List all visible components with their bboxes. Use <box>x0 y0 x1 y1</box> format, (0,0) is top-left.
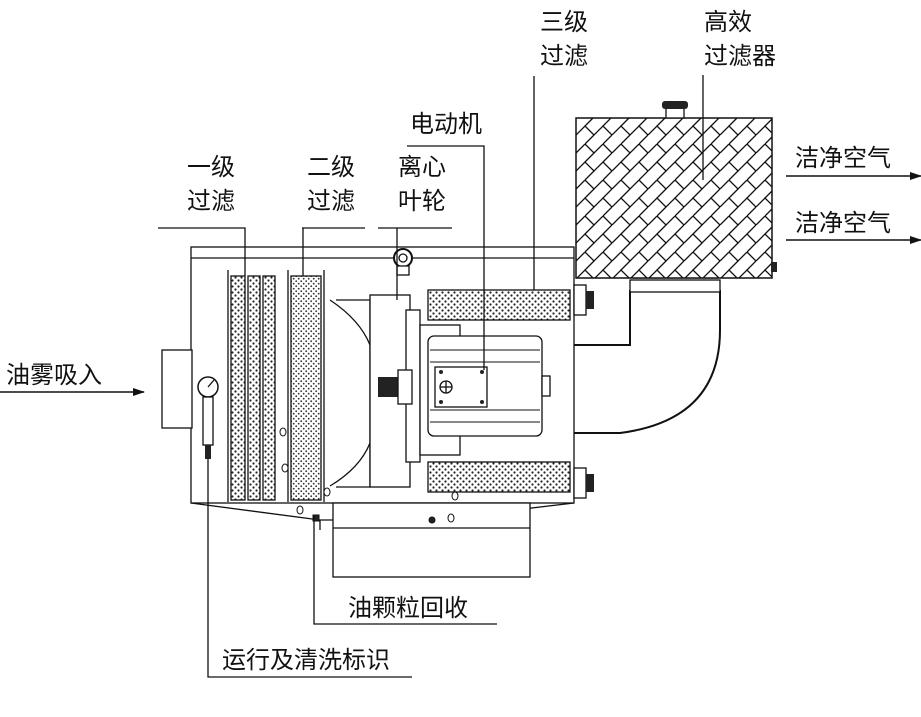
hepa-filter <box>575 101 777 279</box>
outlet-duct <box>574 277 721 434</box>
label-oil-recovery: 油颗粒回收 <box>348 594 468 622</box>
svg-text:三级: 三级 <box>540 8 588 36</box>
label-impeller: 离心 叶轮 <box>398 153 446 215</box>
leader-lines <box>158 75 704 678</box>
lifting-eye-icon <box>393 248 413 276</box>
stage2-filter <box>287 270 325 502</box>
label-oil-mist-in: 油雾吸入 <box>6 361 102 389</box>
label-stage3: 三级 过滤 <box>540 8 588 70</box>
label-clean-air-2: 洁净空气 <box>795 209 891 237</box>
svg-text:离心: 离心 <box>398 153 446 181</box>
svg-text:过滤: 过滤 <box>540 42 588 70</box>
label-motor: 电动机 <box>410 110 482 138</box>
svg-text:过滤器: 过滤器 <box>704 42 776 70</box>
motor <box>419 324 551 456</box>
svg-text:叶轮: 叶轮 <box>398 187 446 215</box>
svg-text:二级: 二级 <box>307 153 355 181</box>
centrifugal-impeller <box>329 294 421 488</box>
stage1-filter <box>227 270 276 502</box>
svg-text:过滤: 过滤 <box>307 187 355 215</box>
oil-drip-icons <box>279 427 459 524</box>
svg-text:过滤: 过滤 <box>187 187 235 215</box>
stage3-filter <box>427 289 571 493</box>
run-indicator-gauge <box>197 376 219 459</box>
inlet-flange <box>161 349 193 429</box>
svg-text:高效: 高效 <box>704 8 752 36</box>
label-clean-air-1: 洁净空气 <box>795 144 891 172</box>
label-run-indicator: 运行及清洗标识 <box>222 646 390 674</box>
oil-collection-tank <box>332 502 531 578</box>
label-hepa: 高效 过滤器 <box>704 8 776 70</box>
label-stage1: 一级 过滤 <box>187 153 235 215</box>
side-knob-icon <box>573 284 594 499</box>
airflow-arrows <box>0 172 921 396</box>
svg-text:一级: 一级 <box>187 153 235 181</box>
label-stage2: 二级 过滤 <box>307 153 355 215</box>
